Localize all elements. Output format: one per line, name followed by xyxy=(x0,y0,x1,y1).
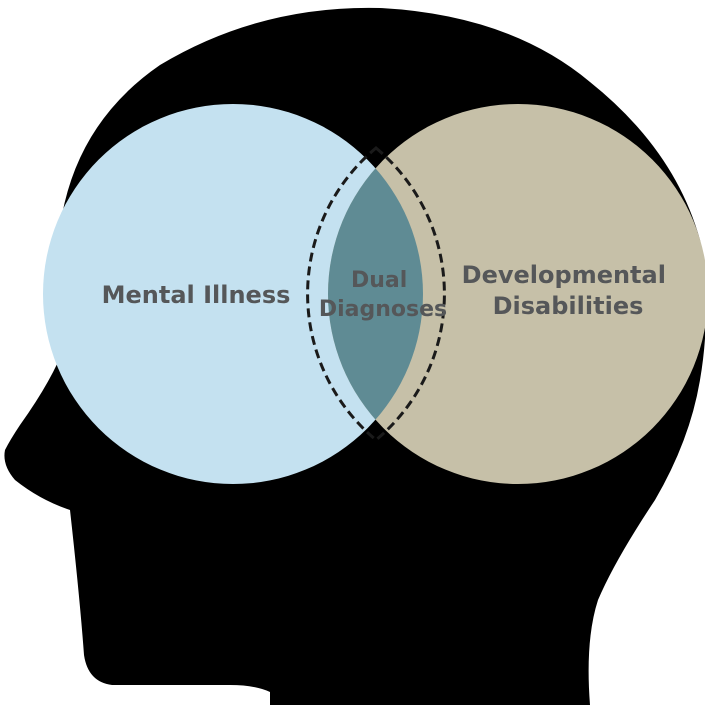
mental-illness-circle xyxy=(43,104,423,484)
developmental-disabilities-label: Developmental Disabilities xyxy=(462,261,675,320)
developmental-disabilities-circle xyxy=(328,104,705,484)
developmental-disabilities-label-line-1: Developmental xyxy=(462,261,666,289)
dual-diagnoses-label-line-2: Diagnoses xyxy=(319,297,447,322)
mental-illness-label: Mental Illness xyxy=(102,281,291,309)
dual-diagnoses-label-line-1: Dual xyxy=(351,268,407,293)
developmental-disabilities-label-line-2: Disabilities xyxy=(493,292,644,320)
dual-diagnoses-label: Dual Diagnoses xyxy=(319,268,447,322)
